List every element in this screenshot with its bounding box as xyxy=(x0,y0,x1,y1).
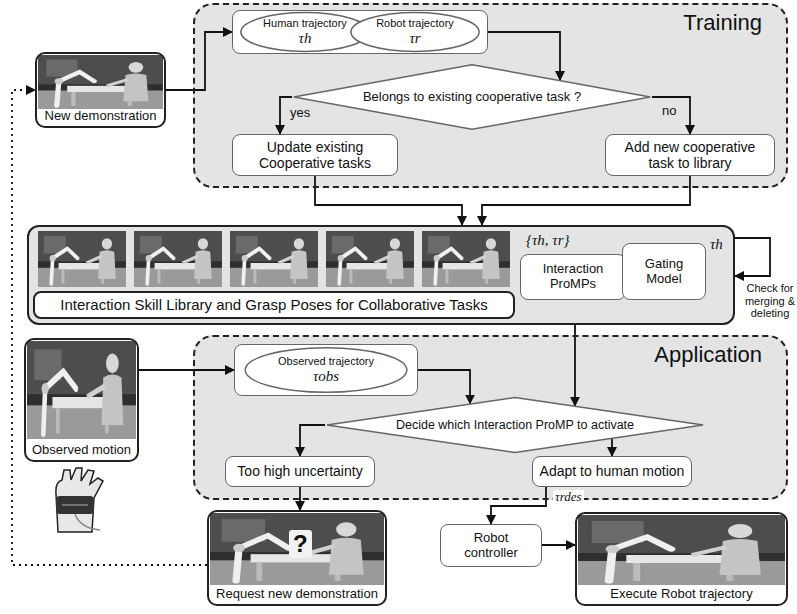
execute-photo-box: Execute Robot trajectory xyxy=(575,512,788,606)
trajectory-ellipse: Robot trajectoryτr xyxy=(350,12,480,52)
node-text: Gating Model xyxy=(629,257,699,287)
decision-diamond: Belongs to existing cooperative task ? xyxy=(292,64,652,130)
node-text: Add new cooperative task to library xyxy=(612,139,768,171)
node-text: Decide which Interaction ProMP to activa… xyxy=(396,418,634,432)
library-fill xyxy=(27,225,735,325)
connector xyxy=(315,176,462,225)
task-photo xyxy=(422,231,510,287)
diamond-outline xyxy=(294,65,650,130)
symbol-label: τh xyxy=(708,236,725,253)
node-text: τobs xyxy=(313,368,339,385)
task-photo xyxy=(134,231,222,287)
node-text: Human trajectory xyxy=(263,17,347,30)
execute-photo xyxy=(578,515,785,585)
node-text: Interaction Skill Library and Grasp Pose… xyxy=(60,296,487,313)
process-box: Too high uncertainty xyxy=(225,456,375,487)
node-text: Interaction ProMPs xyxy=(527,262,619,292)
gating-box: Gating Model xyxy=(622,243,706,300)
decision-diamond: Decide which Interaction ProMP to activa… xyxy=(325,397,705,453)
node-text: Too high uncertainty xyxy=(237,463,362,479)
node-text: Robot controller xyxy=(447,531,535,561)
ellipse-outline xyxy=(241,13,369,52)
request-photo-box: Request new demonstration xyxy=(207,510,387,606)
task-photo xyxy=(326,231,414,287)
ellipse-outline xyxy=(245,348,407,393)
symbol-label: {τh, τr} xyxy=(524,232,572,249)
edge-label: yes xyxy=(288,106,312,121)
node-text: τh xyxy=(299,30,312,47)
phase-region: Training Human trajectoryτh Robot trajecto… xyxy=(193,3,788,188)
node-text: Update existing Cooperative tasks xyxy=(239,139,391,171)
connector xyxy=(482,176,690,225)
connector xyxy=(300,425,325,456)
connector xyxy=(139,369,234,371)
demo-photo xyxy=(38,55,163,109)
observation-box: Observed trajectoryτobs xyxy=(234,344,418,396)
connector xyxy=(574,325,576,406)
process-box: Update existing Cooperative tasks xyxy=(232,134,398,176)
region-fill xyxy=(193,3,788,188)
observed-photo-box: Observed motion xyxy=(24,338,139,462)
task-photo xyxy=(38,231,126,287)
process-box: Add new cooperative task to library xyxy=(605,134,775,176)
process-box: Adapt to human motion xyxy=(532,456,692,487)
promp-box: Interaction ProMPs xyxy=(520,254,626,300)
node-text: Application xyxy=(654,342,762,367)
connector xyxy=(418,370,470,404)
diamond-outline xyxy=(327,398,703,453)
region-fill xyxy=(193,335,788,500)
library-title-box: Interaction Skill Library and Grasp Pose… xyxy=(33,291,515,319)
node-text: Request new demonstration xyxy=(213,587,381,602)
node-text: Observed motion xyxy=(29,443,134,458)
edge-label: τrdes xyxy=(553,490,584,505)
phase-region: ApplicationObserved trajectoryτobsDecide… xyxy=(193,335,788,500)
edge-label: Check for merging & deleting xyxy=(741,282,797,320)
connector xyxy=(652,97,690,134)
dotted-connector xyxy=(12,90,207,565)
node-text: Training xyxy=(683,10,762,35)
node-text: Execute Robot trajectory xyxy=(607,587,755,602)
node-text: Adapt to human motion xyxy=(540,463,685,479)
ellipse-outline xyxy=(351,13,479,52)
trajectory-ellipse: Observed trajectoryτobs xyxy=(244,347,408,393)
edge-label: no xyxy=(660,104,678,119)
node-text: New demonstration xyxy=(42,109,160,124)
task-photo xyxy=(230,231,318,287)
connector xyxy=(735,238,770,276)
process-box: Robot controller xyxy=(440,524,542,567)
trajectory-box: Human trajectoryτh Robot trajectoryτr xyxy=(232,10,488,54)
library-panel: Interaction Skill Library and Grasp Pose… xyxy=(27,225,735,325)
node-text: Observed trajectory xyxy=(278,355,374,368)
connector xyxy=(611,439,613,456)
demo-photo-box: New demonstration xyxy=(35,52,166,128)
question-mark: ? xyxy=(289,530,312,558)
connector xyxy=(491,487,546,524)
node-text: Robot trajectory xyxy=(376,17,454,30)
data-glove xyxy=(56,468,103,532)
connector xyxy=(542,544,575,546)
request-photo xyxy=(210,513,384,585)
node-text: τr xyxy=(409,30,420,47)
node-text: Belongs to existing cooperative task ? xyxy=(363,90,581,105)
observed-photo xyxy=(27,341,136,439)
connector xyxy=(166,32,232,90)
